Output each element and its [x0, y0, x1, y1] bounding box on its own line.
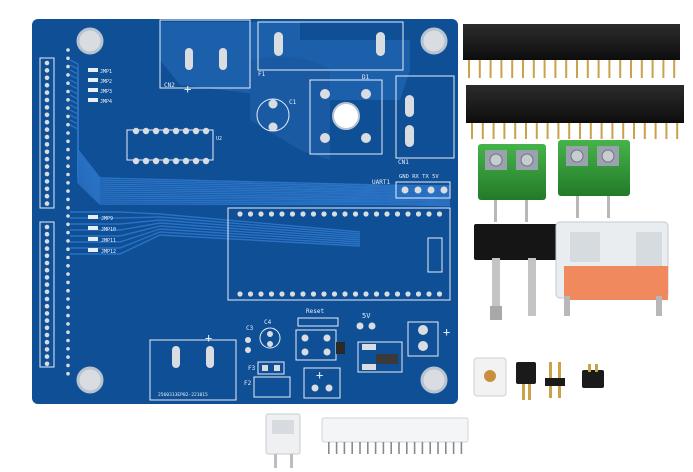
- label-c3: C3: [246, 325, 254, 332]
- label-jmp10: JMP10: [101, 227, 116, 233]
- label-bottom-plus: +: [316, 368, 323, 382]
- svg-text:JMP1: JMP1: [100, 69, 112, 75]
- svg-text:JMP3: JMP3: [100, 89, 112, 95]
- left-edge-pads: [44, 48, 70, 376]
- jumper-block-middle: JMP9 JMP10 JMP11 JMP12: [88, 215, 116, 255]
- f2-f3-footprints: F3 F2: [244, 361, 291, 398]
- u2-footprint: U2: [126, 127, 222, 165]
- reset-switch-footprint: Reset: [295, 308, 345, 361]
- f1-footprint: F1: [257, 21, 404, 78]
- label-bottom-left-plus: +: [205, 331, 212, 345]
- label-cn1: CN1: [398, 159, 409, 166]
- d1-footprint: D1: [309, 74, 383, 155]
- bottom-left-connector-footprint: + 2560313EP02-221015: [149, 331, 237, 401]
- label-jmp11: JMP11: [101, 238, 116, 244]
- label-5v: 5V: [362, 312, 371, 320]
- tactile-switch: [473, 357, 507, 397]
- female-pin-header-2: [466, 85, 684, 139]
- white-fuse-clip: [265, 413, 301, 468]
- label-jmp12: JMP12: [101, 249, 116, 255]
- label-uart-pins: GND RX TX 5V: [399, 174, 439, 180]
- cn1-footprint: CN1: [395, 75, 455, 166]
- jumper-block-top: JMP1 JMP2 JMP3 JMP4: [88, 68, 112, 105]
- label-date-code: 2560313EP02-221015: [158, 392, 208, 398]
- female-pin-header-1: [463, 24, 680, 78]
- label-uart1: UART1: [372, 179, 390, 186]
- c3-c4-footprints: C3 C4: [245, 319, 281, 353]
- uart1-header: UART1 GND RX TX 5V: [372, 174, 451, 199]
- mcu-module-footprint: [227, 207, 451, 301]
- label-d1: D1: [362, 74, 370, 81]
- bottom-terminal-footprint: +: [303, 367, 341, 399]
- clear-fuse-holder: [555, 221, 669, 316]
- c1-footprint: C1: [256, 98, 297, 132]
- svg-text:JMP2: JMP2: [100, 79, 112, 85]
- cn2-footprint: CN2 +: [159, 19, 251, 96]
- left-pin-header-top: [39, 57, 55, 209]
- green-terminal-block-2: [558, 140, 630, 218]
- label-reset: Reset: [306, 308, 324, 315]
- white-connector-strip: [321, 417, 469, 454]
- label-cn2-plus: +: [184, 82, 191, 96]
- label-c4: C4: [264, 319, 272, 326]
- green-terminal-block-1: [478, 144, 546, 222]
- left-pin-header-bottom: [39, 221, 55, 368]
- label-u2: U2: [216, 136, 222, 142]
- 5v-regulator-footprint: 5V: [356, 312, 403, 373]
- jumper-cap-2: [582, 364, 604, 388]
- black-fuse-holder: [474, 224, 558, 320]
- label-cn2: CN2: [164, 82, 175, 89]
- label-f2: F2: [244, 380, 252, 387]
- label-f3: F3: [248, 365, 256, 372]
- svg-text:JMP4: JMP4: [100, 99, 112, 105]
- jumper-cap-1: [516, 362, 536, 400]
- two-pin-header: [545, 362, 565, 398]
- label-c1: C1: [289, 99, 297, 106]
- output-terminal-footprint: +: [407, 321, 450, 357]
- label-output-plus: +: [443, 325, 450, 339]
- pcb-board: JMP1 JMP2 JMP3 JMP4 JMP9 JMP10 JMP11 JMP…: [32, 19, 458, 404]
- pcb-traces: [69, 59, 451, 255]
- label-f1: F1: [258, 71, 266, 78]
- label-jmp9: JMP9: [101, 216, 113, 222]
- mounting-holes: [76, 27, 448, 394]
